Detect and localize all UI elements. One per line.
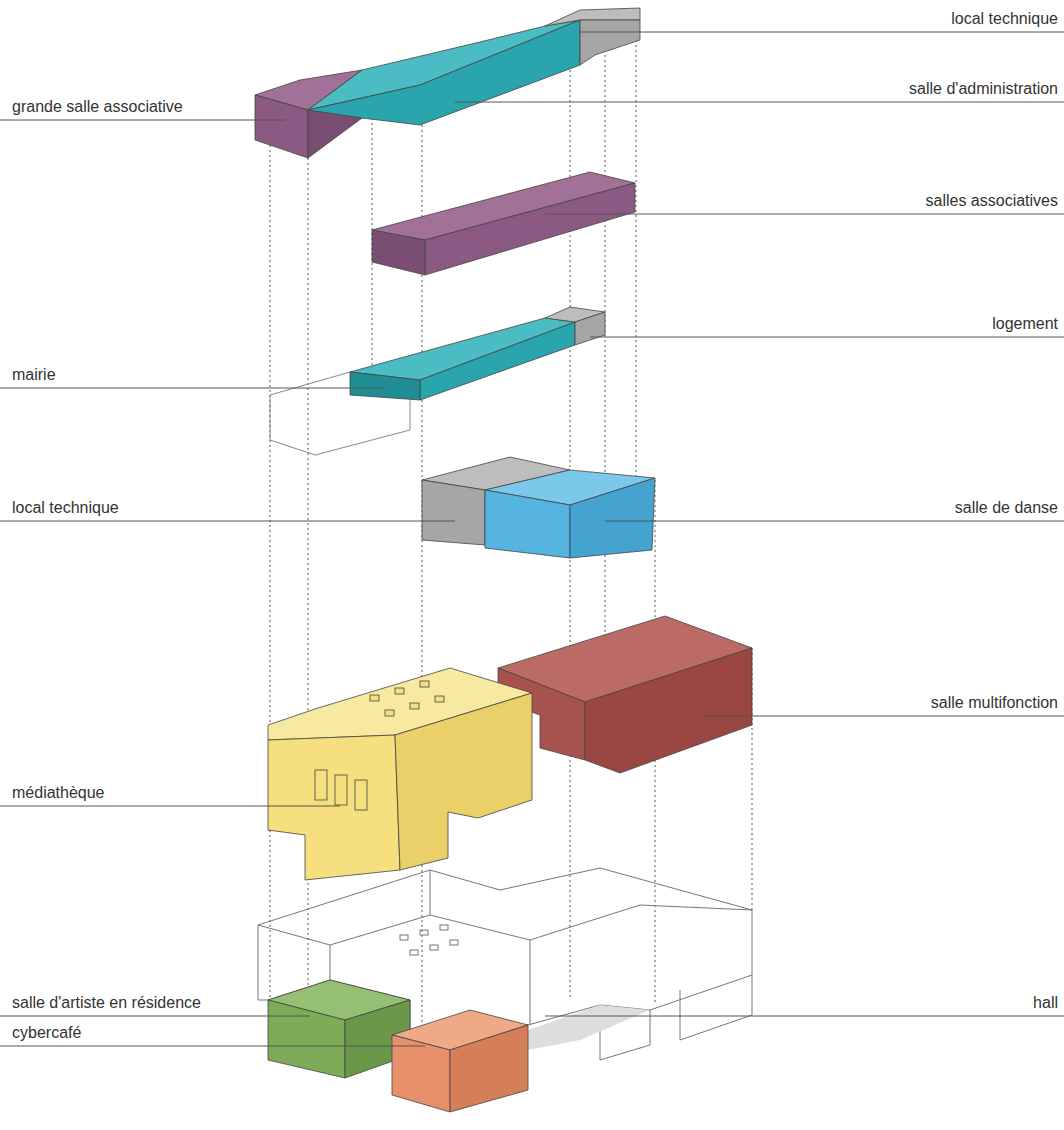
volumes bbox=[255, 8, 752, 1112]
room-label: cybercafé bbox=[12, 1024, 81, 1042]
room-label: salle multifonction bbox=[931, 694, 1058, 712]
leader-lines bbox=[0, 32, 1064, 1046]
room-label: logement bbox=[992, 315, 1058, 333]
room-label: salles associatives bbox=[926, 192, 1059, 210]
room-label: hall bbox=[1033, 994, 1058, 1012]
room-label: médiathèque bbox=[12, 784, 105, 802]
room-label: salle d'artiste en résidence bbox=[12, 994, 201, 1012]
room-label: local technique bbox=[12, 499, 119, 517]
room-label: salle d'administration bbox=[909, 80, 1058, 98]
room-label: local technique bbox=[951, 10, 1058, 28]
room-label: salle de danse bbox=[955, 499, 1058, 517]
room-label: mairie bbox=[12, 366, 56, 384]
skylights bbox=[400, 925, 458, 955]
room-label: grande salle associative bbox=[12, 98, 183, 116]
projection-lines bbox=[270, 30, 752, 1030]
